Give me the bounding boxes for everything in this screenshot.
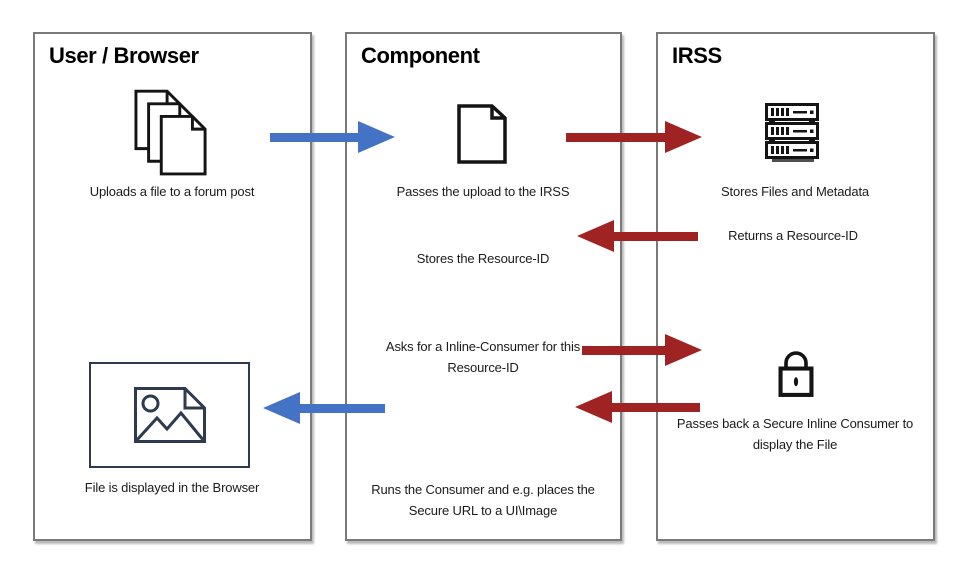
label-uploads-file: Uploads a file to a forum post: [89, 184, 255, 199]
label-asks-consumer: Asks for a Inline-Consumer for this Reso…: [385, 339, 581, 375]
file-stack-icon: [134, 89, 208, 179]
label-stores-resource-id: Stores the Resource-ID: [416, 251, 550, 266]
document-icon: [457, 104, 507, 164]
label-stores-files: Stores Files and Metadata: [721, 184, 869, 199]
arrow-pass-back-consumer: [575, 391, 700, 423]
server-icon: [765, 103, 823, 165]
lane-title-irss: IRSS: [672, 43, 722, 68]
arrow-return-resource-id: [577, 220, 698, 252]
arrow-upload-to-irss: [566, 121, 702, 153]
lock-icon: [776, 349, 816, 399]
label-passes-upload: Passes the upload to the IRSS: [396, 184, 570, 199]
arrow-upload-to-component: [270, 121, 395, 153]
label-returns-resource-id: Returns a Resource-ID: [728, 228, 858, 243]
label-runs-consumer: Runs the Consumer and e.g. places the Se…: [371, 482, 595, 518]
lane-title-user-browser: User / Browser: [49, 43, 199, 68]
arrow-display-file: [263, 392, 385, 424]
arrow-ask-inline-consumer: [582, 334, 702, 366]
browser-preview-frame: [89, 362, 250, 468]
label-file-displayed: File is displayed in the Browser: [84, 480, 260, 495]
lane-title-component: Component: [361, 43, 480, 68]
image-placeholder-icon: [133, 387, 206, 443]
label-passes-back: Passes back a Secure Inline Consumer to …: [676, 416, 914, 452]
